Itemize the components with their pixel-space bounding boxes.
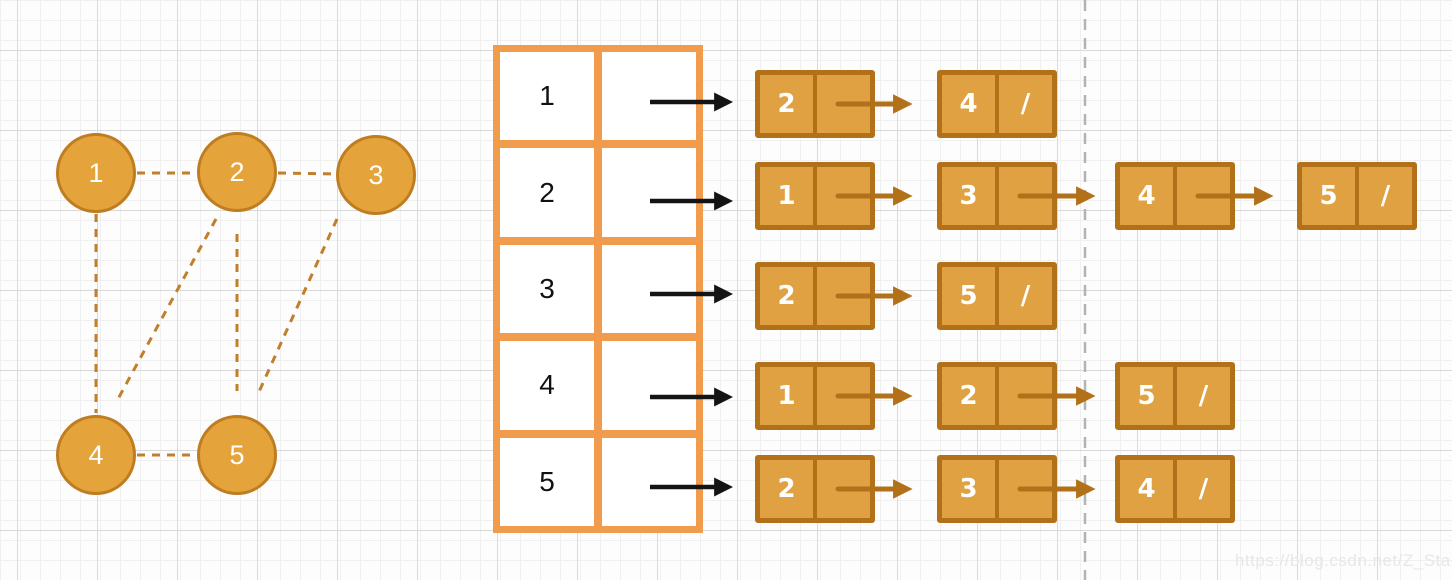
list-node: 2 [755,262,875,330]
null-marker: / [1380,181,1391,211]
table-pointer-cell [602,148,696,237]
list-node-value: 4 [1120,167,1177,225]
null-marker: / [1198,474,1209,504]
list-node-value: 1 [760,367,817,425]
list-node: 5 / [1297,162,1417,230]
graph-node-5: 5 [197,415,277,495]
null-marker: / [1020,281,1031,311]
list-node-value: 4 [942,75,999,133]
graph-edge-2-4 [116,218,218,400]
list-node: 2 [755,455,875,523]
list-node: 2 [937,362,1057,430]
list-node-value: 4 [1120,460,1177,518]
list-node-value: 5 [1120,367,1177,425]
table-index-cell: 2 [500,148,594,237]
graph-node-2: 2 [197,132,277,212]
graph-node-3: 3 [336,135,416,215]
list-node-value: 2 [760,460,817,518]
list-node-value: 1 [760,167,817,225]
graph-node-label: 5 [229,439,245,470]
table-index-cell: 4 [500,341,594,430]
table-pointer-cell [602,244,696,334]
list-node: 4 / [1115,455,1235,523]
table-pointer-cell [602,52,696,141]
null-marker: / [1198,381,1209,411]
graph-edge-2-3 [277,171,337,176]
list-node: 5 / [937,262,1057,330]
null-marker: / [1020,89,1031,119]
graph-node-label: 3 [368,159,384,190]
list-node-pointer [817,167,870,225]
graph-node-label: 4 [88,439,104,470]
table-index-cell: 5 [500,437,594,526]
table-pointer-cell [602,437,696,526]
list-node-value: 2 [760,267,817,325]
list-node: 5 / [1115,362,1235,430]
graph-node-label: 2 [229,156,245,187]
graph-node-label: 1 [88,157,104,188]
list-node-pointer [817,367,870,425]
list-node: 2 [755,70,875,138]
list-node-pointer [999,367,1052,425]
graph-edges [94,171,339,457]
list-node-pointer [817,75,870,133]
adjacency-table: 1 2 3 4 5 [493,45,703,533]
list-node-value: 5 [1302,167,1359,225]
watermark-text: https://blog.csdn.net/Z_Stand [1235,551,1452,570]
table-index-cell: 1 [500,52,594,141]
list-node: 4 [1115,162,1235,230]
list-node-value: 2 [942,367,999,425]
graph-node-4: 4 [56,415,136,495]
list-node-value: 3 [942,167,999,225]
list-node: 1 [755,162,875,230]
list-node: 1 [755,362,875,430]
list-node-pointer [817,460,870,518]
list-node: 3 [937,162,1057,230]
list-node-pointer [817,267,870,325]
list-node-pointer [999,460,1052,518]
graph-node-1: 1 [56,133,136,213]
list-node: 3 [937,455,1057,523]
list-node-pointer [1177,167,1230,225]
table-pointer-cell [602,341,696,430]
list-node-value: 3 [942,460,999,518]
list-node-pointer [999,167,1052,225]
list-node-value: 2 [760,75,817,133]
graph-edge-3-5 [256,218,339,395]
table-index-cell: 3 [500,244,594,334]
list-node-value: 5 [942,267,999,325]
list-node: 4 / [937,70,1057,138]
